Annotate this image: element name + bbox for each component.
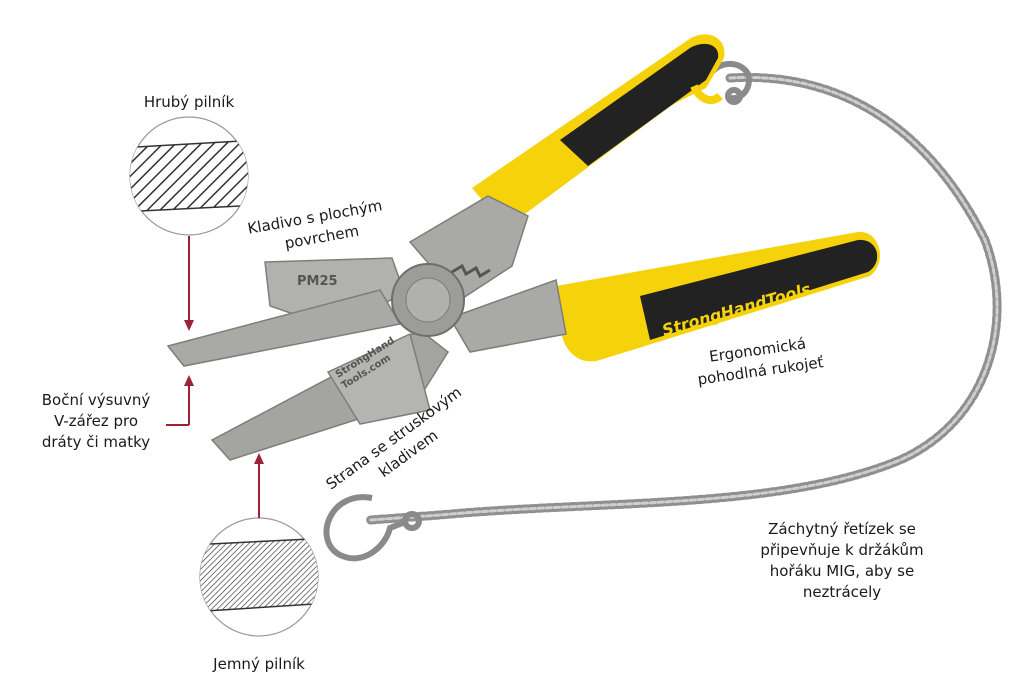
lanyard-chain xyxy=(365,72,1002,525)
label-v-notch-line-2: V-zářez pro xyxy=(53,412,139,430)
fine-file-detail-circle xyxy=(199,517,319,637)
callout-arrows xyxy=(166,236,264,518)
label-v-notch-line-3: dráty či matky xyxy=(41,433,151,451)
coarse-file-detail-circle xyxy=(129,116,249,236)
label-coarse-file: Hrubý pilník xyxy=(143,93,235,111)
label-chain-line-3: hořáku MIG, aby se xyxy=(769,562,915,580)
label-chain-line-2: připevňuje k držákům xyxy=(760,541,924,559)
carabiner-clip-top xyxy=(709,61,752,105)
label-chain-line-1: Záchytný řetízek se xyxy=(768,520,916,538)
upper-handle xyxy=(472,34,725,228)
label-fine-file: Jemný pilník xyxy=(213,655,305,673)
label-lanyard-chain: Záchytný řetízek se připevňuje k držákům… xyxy=(742,519,942,603)
label-v-notch: Boční výsuvný V-zářez pro dráty či matky xyxy=(24,390,168,453)
lower-handle xyxy=(556,231,880,362)
jaw-model-marking: PM25 xyxy=(297,274,338,289)
label-v-notch-line-1: Boční výsuvný xyxy=(41,391,151,409)
pliers-head xyxy=(166,195,567,461)
carabiner-clip-bottom xyxy=(323,494,422,562)
label-chain-line-4: neztrácely xyxy=(802,583,882,601)
